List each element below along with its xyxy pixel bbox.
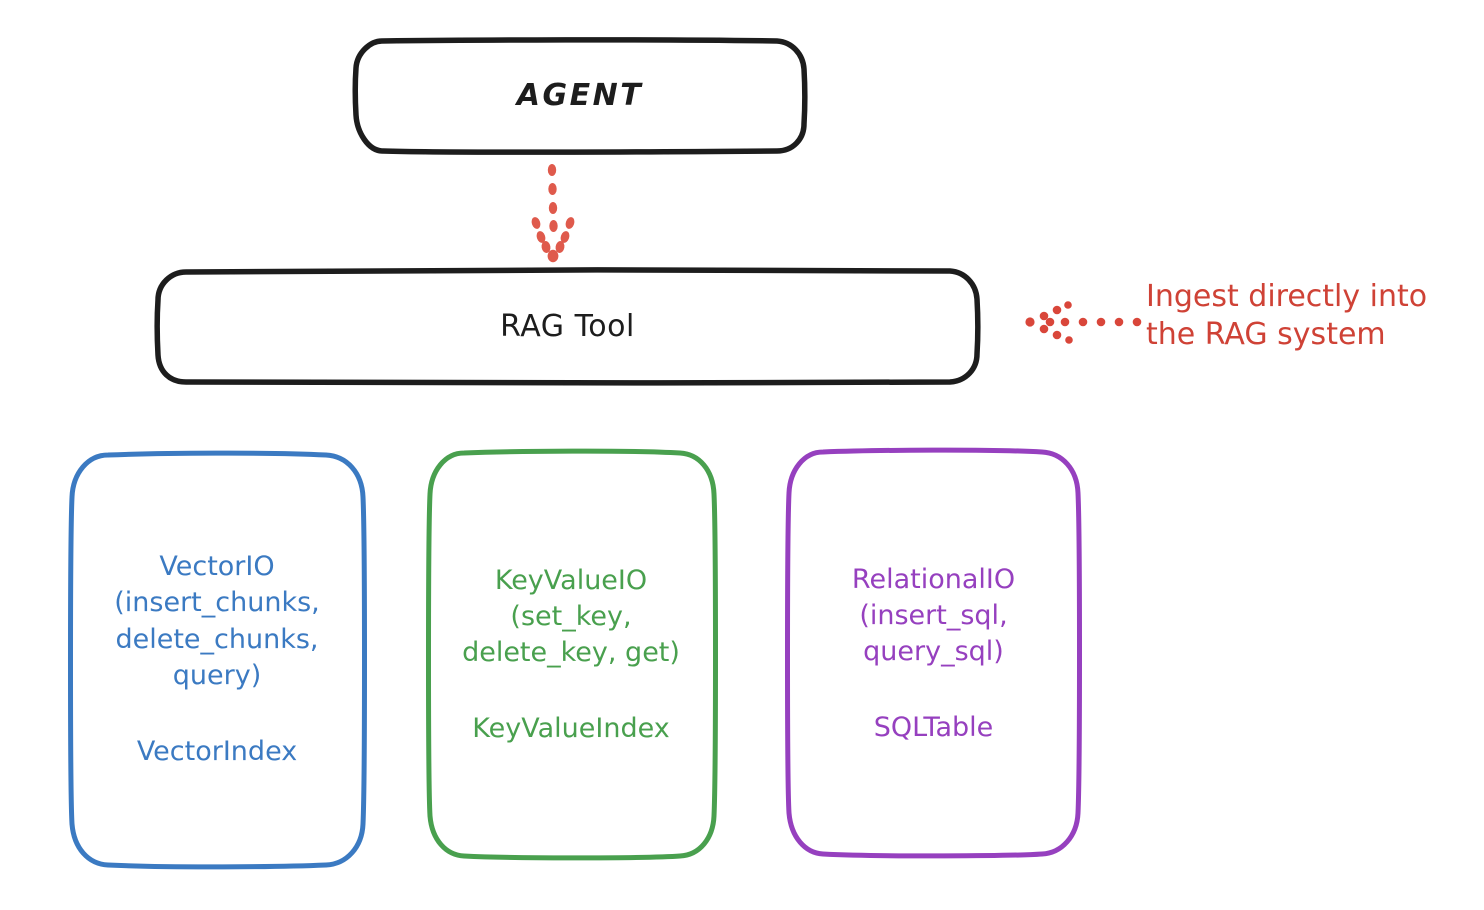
rag-tool-box-outline bbox=[154, 267, 981, 386]
agent-box-outline bbox=[352, 37, 808, 155]
vectorio-box-outline bbox=[68, 450, 367, 870]
keyvalueio-label: KeyValueIO (set_key, delete_key, get) bbox=[462, 564, 680, 669]
annotation-text: Ingest directly into the RAG system bbox=[1146, 279, 1428, 353]
relationalio-label: RelationalIO (insert_sql, query_sql) bbox=[851, 563, 1016, 668]
node-agent[interactable]: AGENT bbox=[355, 40, 805, 153]
relationalio-index-label: SQLTable bbox=[873, 712, 994, 744]
agent-label: AGENT bbox=[516, 78, 644, 114]
annotation-to-rag-arrow bbox=[1025, 301, 1142, 344]
agent-to-rag-arrow bbox=[531, 164, 575, 263]
relationalio-box-outline bbox=[785, 447, 1082, 859]
keyvalueio-box-outline bbox=[426, 448, 718, 861]
node-relationalio[interactable]: RelationalIO (insert_sql, query_sql) SQL… bbox=[787, 450, 1080, 855]
rag-tool-label: RAG Tool bbox=[500, 308, 635, 344]
node-vectorio[interactable]: VectorIO (insert_chunks, delete_chunks, … bbox=[70, 450, 364, 866]
vectorio-index-label: VectorIndex bbox=[136, 735, 298, 767]
node-rag-tool[interactable]: RAG Tool bbox=[157, 270, 978, 384]
annotation-ingest-note: Ingest directly into the RAG system bbox=[1146, 278, 1476, 355]
vectorio-label: VectorIO (insert_chunks, delete_chunks, … bbox=[114, 551, 320, 691]
node-keyvalueio[interactable]: KeyValueIO (set_key, delete_key, get) Ke… bbox=[428, 450, 714, 857]
keyvalueio-index-label: KeyValueIndex bbox=[472, 713, 670, 745]
